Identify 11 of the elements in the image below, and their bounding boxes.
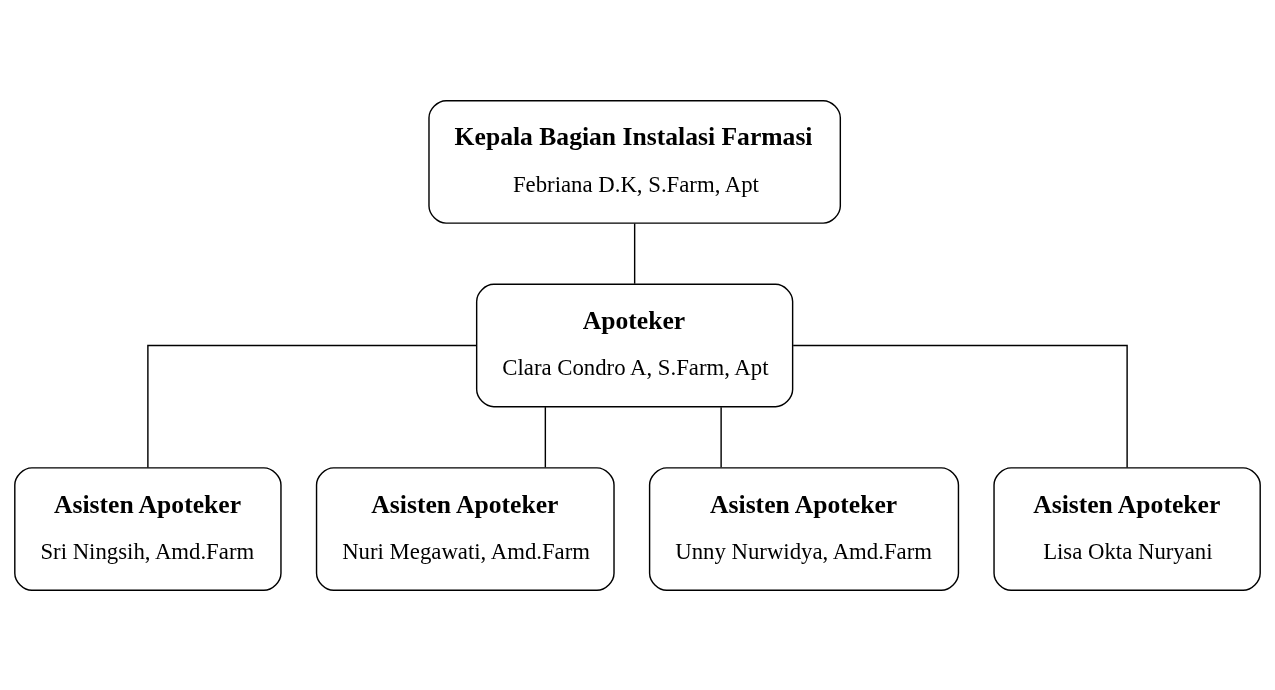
connector: [720, 405, 722, 468]
node-box: Apoteker Clara Condro A, S.Farm, Apt: [475, 283, 794, 407]
node-box: Asisten Apoteker Lisa Okta Nuryani: [993, 466, 1261, 591]
connector: [147, 344, 478, 468]
node-box: Asisten Apoteker Sri Ningsih, Amd.Farm: [14, 466, 282, 591]
node-box: Asisten Apoteker Unny Nurwidya, Amd.Farm: [648, 466, 960, 591]
connector: [544, 405, 547, 468]
connector: [633, 222, 636, 284]
connector: [792, 344, 1128, 468]
node-box: Asisten Apoteker Nuri Megawati, Amd.Farm: [315, 466, 615, 591]
node-box: Kepala Bagian Instalasi Farmasi Febriana D.K, S.Farm, Apt: [428, 99, 842, 224]
